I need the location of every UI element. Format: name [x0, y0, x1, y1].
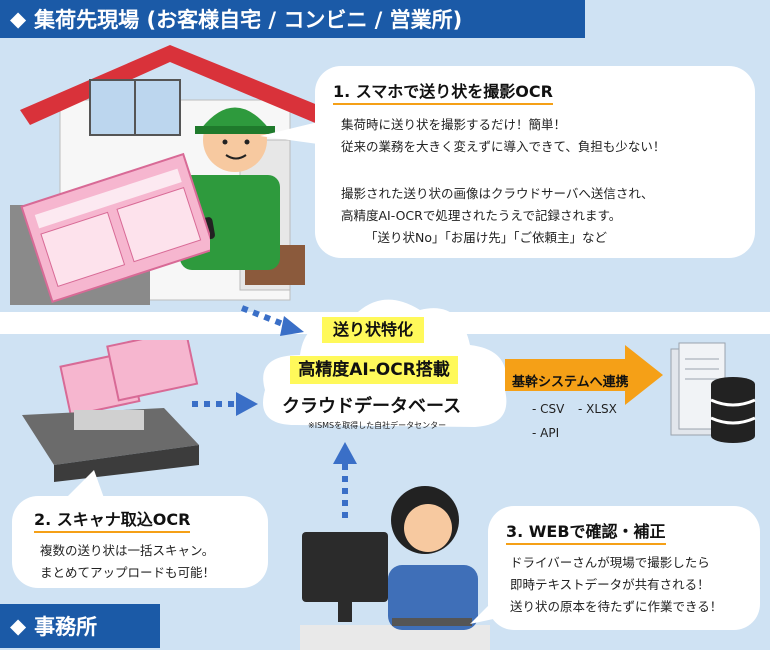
- step2-title: 2. スキャナ取込OCR: [34, 506, 191, 533]
- bubble-tail: [66, 470, 104, 498]
- step1-line: 高精度AI-OCRで処理されたうえで記録されます。: [341, 208, 622, 223]
- step1-line: 集荷時に送り状を撮影するだけ！簡単！: [341, 117, 567, 132]
- scan-arrow-dotted: [192, 392, 258, 416]
- bubble-tail: [260, 122, 318, 144]
- integration-label: 基幹システムへ連携: [512, 375, 629, 390]
- document-stack-icon: [670, 342, 726, 436]
- step1-line: 「送り状No」「お届け先」「ご依頼主」など: [365, 230, 607, 245]
- database-icon: [710, 377, 756, 443]
- upload-arrow-dotted: [240, 305, 304, 336]
- cloud-tag-waybill: 送り状特化: [322, 317, 424, 343]
- diamond-icon: ◆: [10, 614, 27, 638]
- step3-line: 即時テキストデータが共有される！: [510, 577, 710, 592]
- step3-line: 送り状の原本を待たずに作業できる！: [510, 599, 723, 614]
- header-field-site-title: 集荷先現場 (お客様自宅 / コンビニ / 営業所): [34, 8, 463, 32]
- step3-bubble: 3. WEBで確認・補正 ドライバーさんが現場で撮影したら 即時テキストデータが…: [488, 506, 760, 630]
- header-field-site: ◆ 集荷先現場 (お客様自宅 / コンビニ / 営業所): [0, 0, 585, 38]
- header-office-title: 事務所: [34, 615, 98, 639]
- step2-line: 複数の送り状は一括スキャン。: [40, 543, 215, 558]
- format-api: - API: [532, 426, 560, 440]
- office-worker-illustration: [300, 486, 490, 650]
- step1-line: 従来の業務を大きく変えずに導入できて、負担も少ない！: [341, 139, 666, 154]
- integration-arrow: [505, 345, 663, 405]
- step3-title: 3. WEBで確認・補正: [506, 518, 666, 545]
- step2-bubble: 2. スキャナ取込OCR 複数の送り状は一括スキャン。 まとめてアップロードも可…: [12, 496, 268, 588]
- format-xlsx: - XLSX: [578, 402, 617, 416]
- cloud-tag-ai-ocr: 高精度AI-OCR搭載: [290, 356, 458, 384]
- step2-line: まとめてアップロードも可能！: [40, 565, 216, 580]
- cloud-title: クラウドデータベース: [282, 396, 462, 417]
- bubble-tail: [470, 596, 498, 624]
- step3-line: ドライバーさんが現場で撮影したら: [510, 555, 710, 570]
- sync-arrow-dotted: [333, 442, 357, 518]
- scanner-illustration: [22, 340, 199, 482]
- cloud-note: ※ISMSを取得した自社データセンター: [308, 421, 447, 430]
- waybill-form-icon: [20, 152, 210, 304]
- format-csv: - CSV: [532, 402, 565, 416]
- diamond-icon: ◆: [10, 7, 27, 31]
- step1-line: 撮影された送り状の画像はクラウドサーバへ送信され、: [341, 186, 654, 201]
- header-office: ◆ 事務所: [0, 604, 160, 648]
- step1-title: 1. スマホで送り状を撮影OCR: [333, 78, 553, 105]
- step1-bubble: 1. スマホで送り状を撮影OCR 集荷時に送り状を撮影するだけ！簡単！ 従来の業…: [315, 66, 755, 258]
